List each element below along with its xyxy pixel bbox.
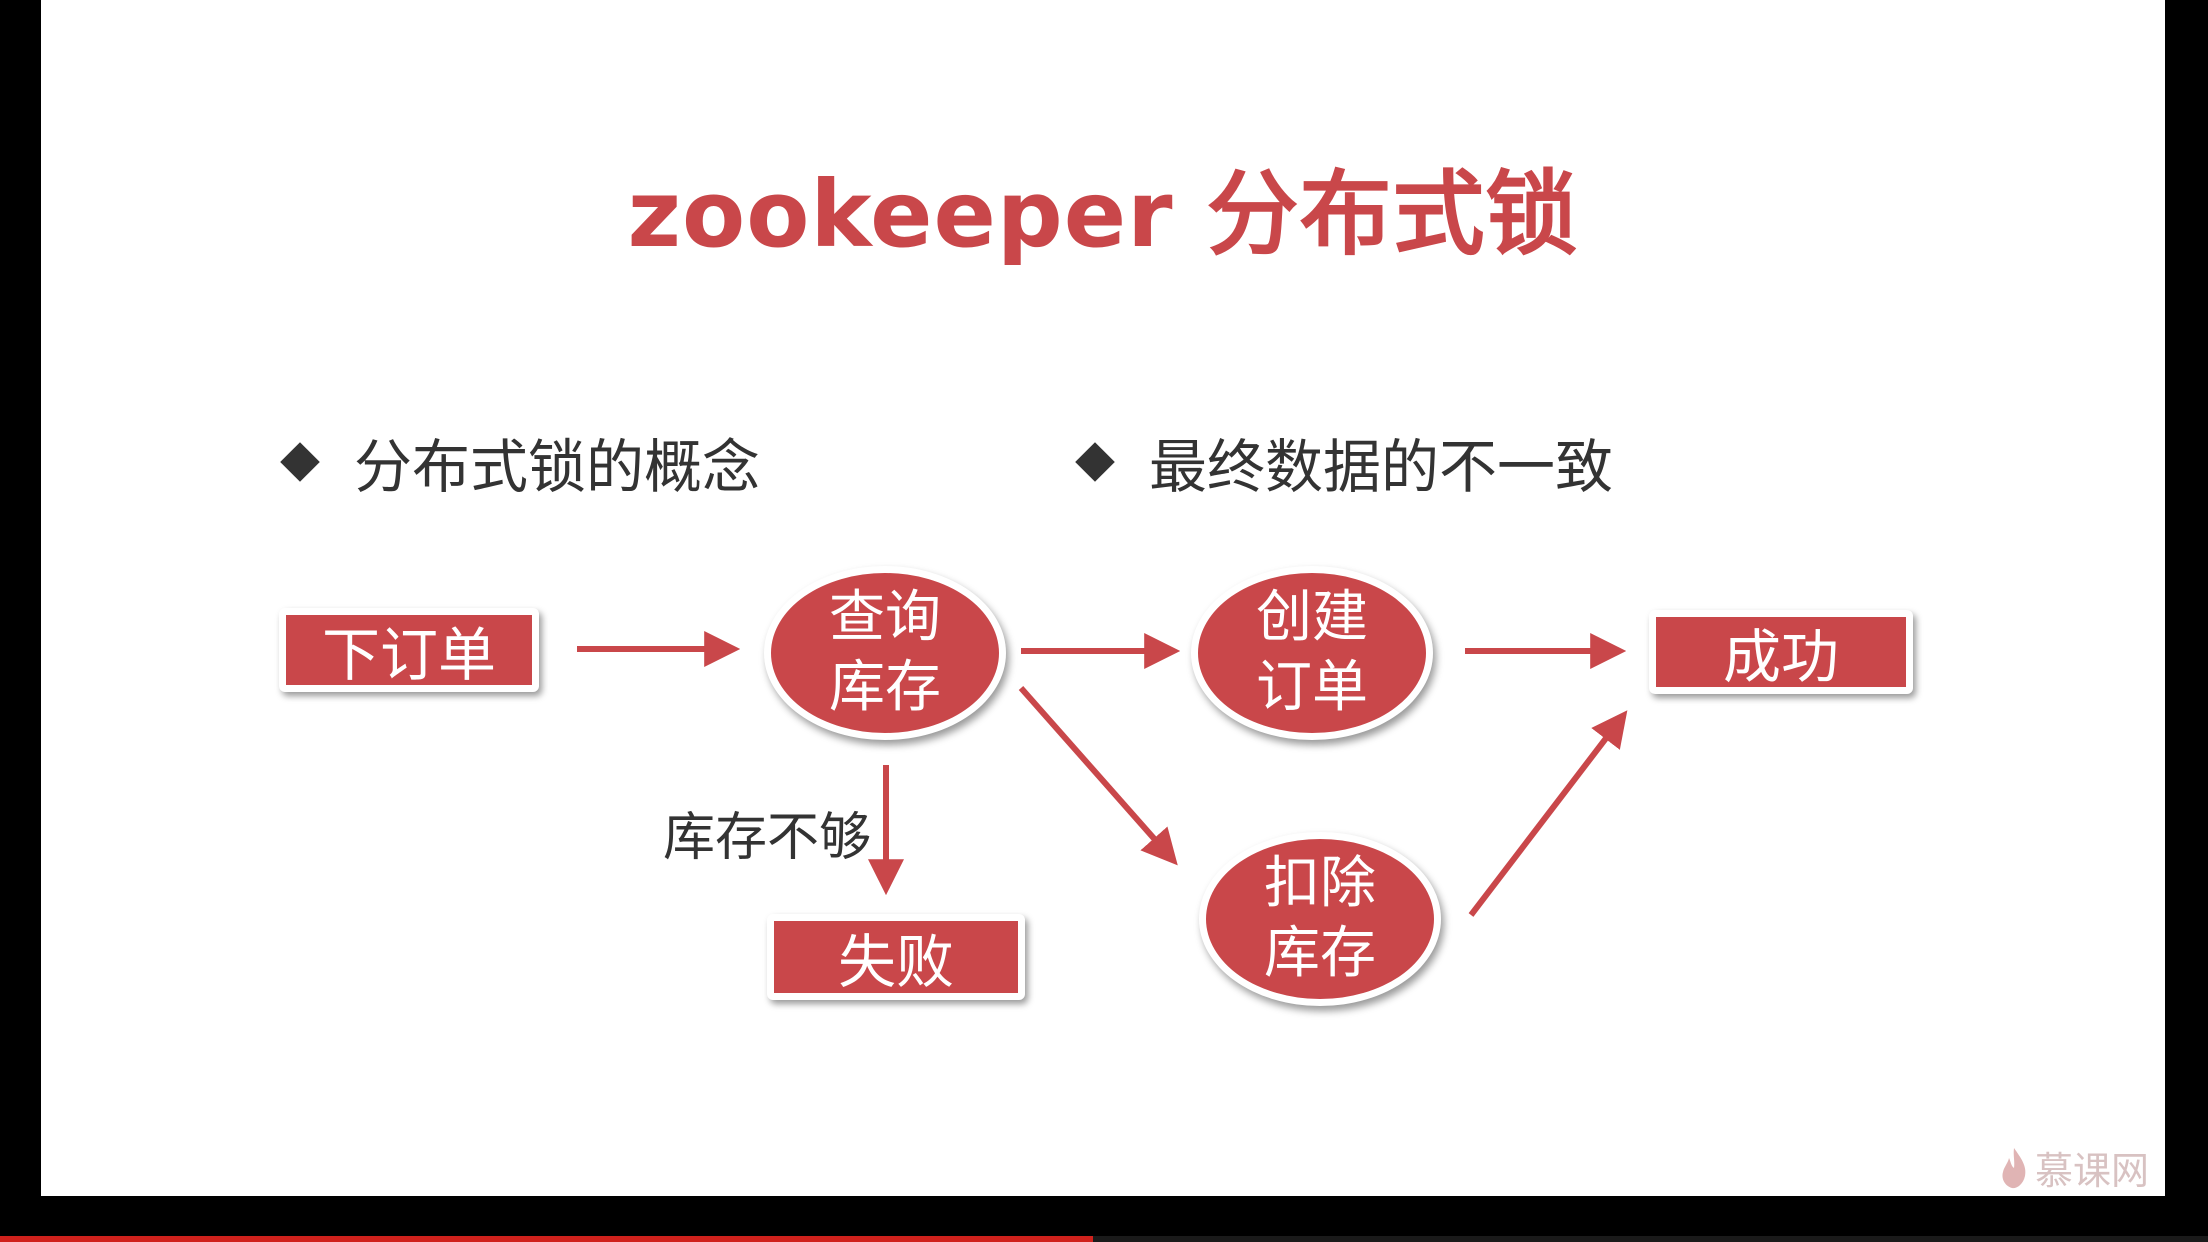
node-success-label: 成功 [1722, 623, 1839, 691]
node-deduct-stock-label: 扣除库存 [1264, 851, 1376, 986]
node-place-order-label: 下订单 [321, 621, 496, 689]
flow-arrows [577, 631, 1628, 917]
video-progress-bar[interactable] [0, 1236, 2208, 1242]
node-query-stock: 查询库存 [764, 566, 1006, 740]
node-fail-label: 失败 [837, 928, 954, 996]
watermark-text: 慕课网 [2034, 1149, 2149, 1193]
edge-label-insufficient-stock: 库存不够 [663, 808, 872, 868]
node-place-order: 下订单 [279, 608, 539, 692]
node-success: 成功 [1649, 610, 1913, 694]
bullet-inconsistency-text: 最终数据的不一致 [1149, 433, 1614, 501]
node-deduct-stock: 扣除库存 [1199, 832, 1441, 1006]
watermark: 慕课网 [1999, 1140, 2149, 1195]
video-progress-fill [0, 1236, 1093, 1242]
arrow-query-to-deduct [1018, 686, 1178, 866]
bullet-inconsistency: 最终数据的不一致 [1075, 420, 1614, 504]
slide: zookeeper 分布式锁 分布式锁的概念 最终数据的不一致 下订单 查询库存… [41, 0, 2165, 1196]
bullet-concept: 分布式锁的概念 [280, 420, 761, 504]
node-create-order-label: 创建订单 [1256, 585, 1368, 720]
arrow-deduct-to-success [1468, 710, 1628, 917]
bullet-concept-text: 分布式锁的概念 [354, 433, 761, 501]
node-query-stock-label: 查询库存 [829, 585, 941, 720]
slide-title: zookeeper 分布式锁 [627, 161, 1579, 268]
node-create-order: 创建订单 [1191, 566, 1433, 740]
node-fail: 失败 [767, 914, 1025, 1000]
flame-logo-icon [2002, 1147, 2026, 1188]
